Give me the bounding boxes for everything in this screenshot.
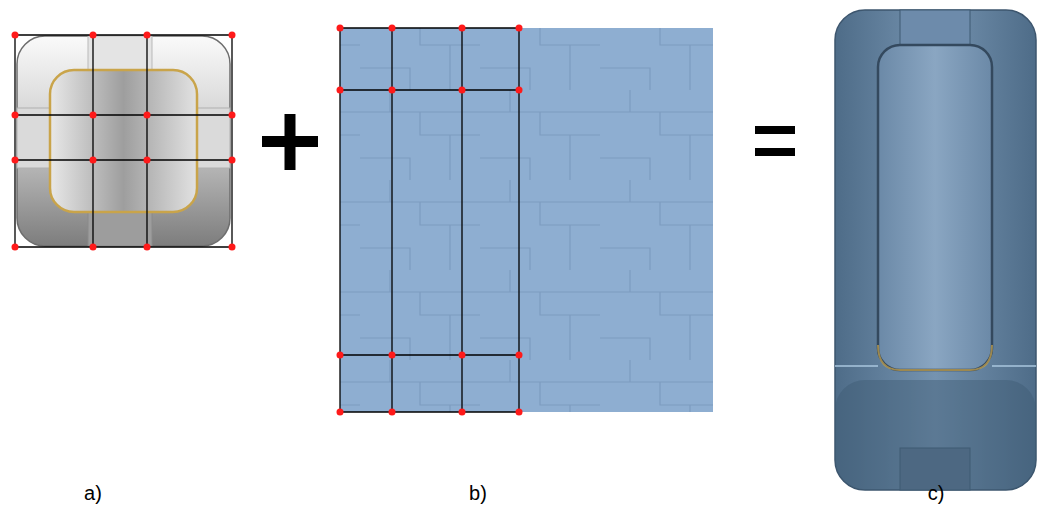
silver-icon [17, 36, 230, 246]
equals-symbol [755, 126, 795, 156]
panel-label: c) [928, 481, 945, 505]
scaled-result [835, 10, 1036, 490]
plus-symbol [262, 114, 318, 170]
slice-grid [340, 28, 519, 412]
slice-grid [15, 35, 232, 247]
blue-texture [340, 28, 713, 412]
slice-points [337, 25, 523, 416]
panel-label: b) [469, 481, 487, 505]
slice-points [12, 32, 236, 251]
panel-label: a) [84, 481, 102, 505]
